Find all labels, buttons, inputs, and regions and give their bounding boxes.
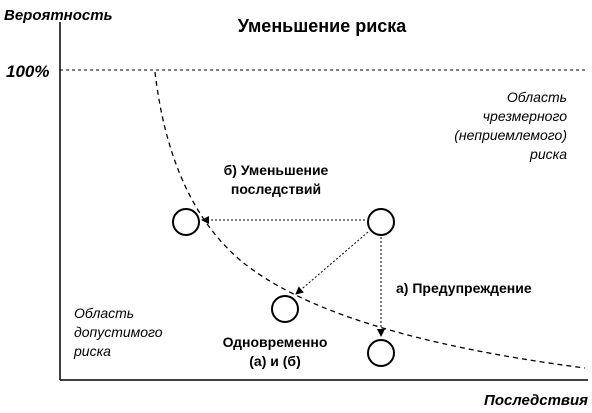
reduced-consequence-circle <box>172 208 200 236</box>
unacceptable-line: риска <box>529 146 567 162</box>
consequence-reduction-label: б) Уменьшение последствий <box>224 162 329 197</box>
diagram-title: Уменьшение риска <box>238 16 408 36</box>
acceptable-line: допустимого <box>74 324 163 340</box>
consequence-reduction-line: б) Уменьшение <box>224 162 329 178</box>
simultaneous-label: Одновременно (а) и (б) <box>223 334 328 369</box>
acceptable-line: риска <box>73 343 111 359</box>
unacceptable-line: Область <box>507 89 567 105</box>
unacceptable-line: чрезмерного <box>483 108 567 124</box>
acceptable-line: Область <box>74 305 134 321</box>
initial-risk-circle <box>367 208 395 236</box>
y-max-label: 100% <box>6 62 49 81</box>
simultaneous-line: Одновременно <box>223 334 328 350</box>
prevention-circle <box>367 339 395 367</box>
simultaneous-line: (а) и (б) <box>249 353 300 369</box>
x-axis-label: Последствия <box>484 392 588 409</box>
risk-boundary-curve <box>154 71 586 369</box>
unacceptable-risk-label: Область чрезмерного (неприемлемого) риск… <box>454 89 567 162</box>
y-axis-label: Вероятность <box>4 7 113 24</box>
consequence-reduction-line: последствий <box>231 181 321 197</box>
acceptable-risk-label: Область допустимого риска <box>73 305 163 359</box>
simultaneous-circle <box>271 295 299 323</box>
unacceptable-line: (неприемлемого) <box>454 127 567 143</box>
prevention-label: а) Предупреждение <box>396 280 532 296</box>
arrow-simultaneous <box>295 231 369 295</box>
